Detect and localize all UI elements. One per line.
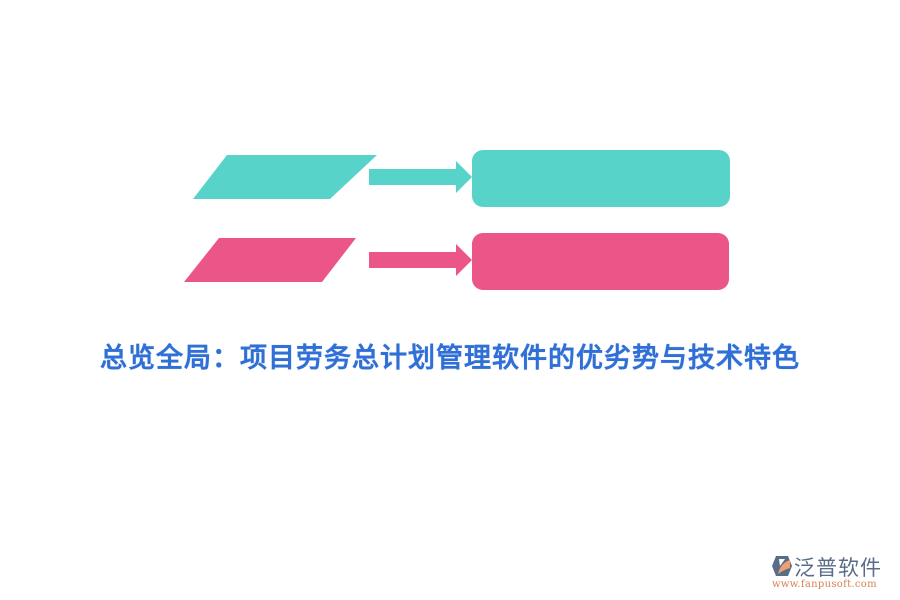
diagram-title: 总览全局：项目劳务总计划管理软件的优劣势与技术特色	[100, 343, 800, 374]
pink-parallelogram	[184, 238, 356, 282]
teal-box	[472, 150, 730, 207]
logo-name: 泛普软件	[794, 556, 882, 580]
fanpusoft-logo: 泛普软件 www.fanpusoft.com	[770, 552, 895, 597]
pink-box	[472, 233, 729, 290]
logo-url[interactable]: www.fanpusoft.com	[772, 579, 877, 590]
logo-icon	[772, 556, 792, 576]
pink-arrow	[369, 244, 472, 276]
teal-arrow	[369, 161, 472, 193]
